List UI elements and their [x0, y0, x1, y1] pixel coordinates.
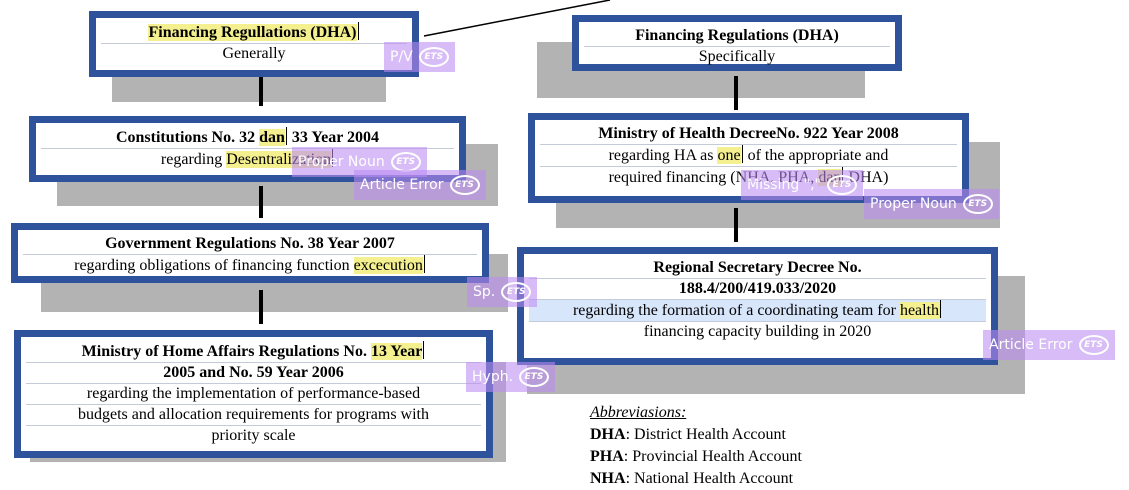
box-title: Government Regulations No. 38 Year 2007 [105, 235, 395, 252]
feedback-tag[interactable]: Sp.ETS [467, 277, 538, 307]
box-text-line: financing capacity building in 2020 [529, 321, 986, 342]
ets-logo-icon: ETS [519, 367, 550, 387]
ets-logo-icon: ETS [390, 152, 421, 172]
highlighted-text: Financing Regullations (DHA) [148, 24, 357, 41]
connector-line [734, 208, 738, 242]
box-title: Financing Regulations (DHA) [635, 27, 839, 44]
box-regional-decree: Regional Secretary Decree No. 188.4/200/… [517, 247, 998, 365]
box-subtitle: Specifically [584, 46, 890, 67]
box-text-line: regarding obligations of financing funct… [23, 254, 477, 276]
ets-logo-icon: ETS [501, 282, 532, 302]
connector-line [259, 290, 263, 324]
box-title: Ministry of Health DecreeNo. 922 Year 20… [598, 125, 899, 142]
ets-logo-icon: ETS [827, 175, 857, 195]
abbreviation-item: NHA: National Health Account [590, 470, 794, 487]
abbreviation-item: PHA: Provincial Health Account [590, 448, 802, 465]
box-text-line: regarding the formation of a coordinatin… [529, 299, 986, 321]
highlighted-text: excecution [353, 257, 423, 274]
box-home-affairs: Ministry of Home Affairs Regulations No.… [14, 330, 493, 458]
box-title: Ministry of Home Affairs Regulations No.… [81, 341, 425, 360]
box-title: Constitutions No. 32 dan 33 Year 2004 [115, 127, 380, 146]
ets-logo-icon: ETS [1078, 335, 1109, 355]
box-title-line2: 188.4/200/419.033/2020 [529, 278, 986, 299]
text-cursor [423, 341, 425, 359]
box-text-line: priority scale [26, 425, 481, 446]
abbreviations-legend: Abbreviasions: DHA: District Health Acco… [590, 402, 802, 490]
feedback-tag[interactable]: Missing ","ETS [741, 170, 863, 200]
connector-line [734, 76, 738, 110]
highlighted-text: one [717, 147, 741, 164]
text-cursor [940, 300, 942, 318]
box-title: Regional Secretary Decree No. [653, 259, 862, 276]
ets-logo-icon: ETS [962, 194, 993, 214]
ets-logo-icon: ETS [449, 175, 480, 195]
box-government-regulations: Government Regulations No. 38 Year 2007 … [11, 223, 489, 283]
abbreviations-title: Abbreviasions: [590, 404, 687, 421]
text-cursor [285, 127, 287, 145]
ets-logo-icon: ETS [418, 47, 449, 67]
box-text-line: regarding HA as one of the appropriate a… [540, 144, 957, 166]
box-financing-general: Financing Regullations (DHA) Generally [89, 11, 419, 77]
box-subtitle: Generally [101, 43, 407, 64]
box-title: Financing Regullations (DHA) [101, 22, 407, 43]
box-text-line: budgets and allocation requirements for … [26, 404, 481, 425]
highlighted-text: 13 Year [370, 343, 423, 360]
highlighted-text: health [899, 302, 940, 319]
text-cursor [423, 255, 425, 273]
text-cursor [357, 22, 359, 40]
connector-line [259, 186, 263, 218]
text-cursor [741, 145, 743, 163]
feedback-tag[interactable]: Hyph.ETS [466, 362, 556, 392]
box-title-line2: 2005 and No. 59 Year 2006 [26, 362, 481, 383]
connector-line [259, 76, 263, 106]
box-financing-specific: Financing Regulations (DHA) Specifically [572, 15, 902, 71]
box-text-line: regarding the implementation of performa… [26, 383, 481, 404]
abbreviation-item: DHA: District Health Account [590, 426, 786, 443]
highlighted-text: dan [259, 129, 285, 146]
